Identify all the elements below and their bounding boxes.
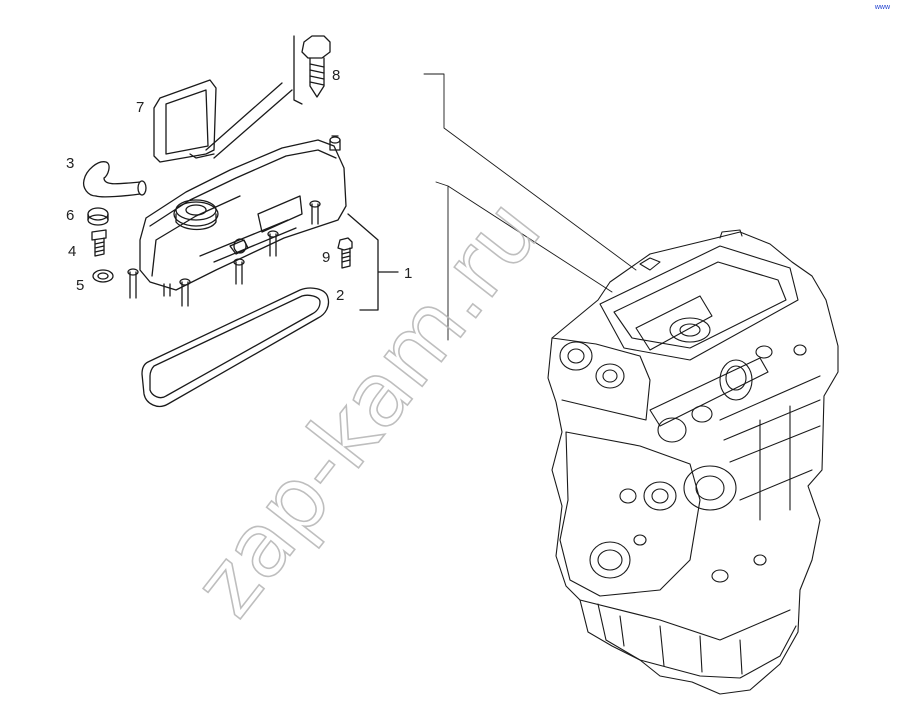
callout-1-bracket (347, 213, 399, 311)
part-5-washer (92, 269, 114, 283)
part-8-bolt (301, 35, 331, 98)
engine-assembly (547, 229, 839, 695)
valve-cover (127, 135, 347, 307)
callout-labels: 1 2 3 45 6 7 8 9 (66, 67, 412, 304)
reference-lines (423, 73, 637, 341)
part-4-fitting (91, 229, 107, 257)
part-3-hose (82, 161, 147, 198)
callout-label-4: 4 (68, 243, 76, 260)
callout-label-3: 3 (66, 155, 74, 172)
callout-label-1: 1 (404, 265, 412, 282)
corner-mark: www (874, 4, 890, 11)
callout-label-6: 6 (66, 207, 74, 224)
callout-label-9: 9 (322, 249, 330, 266)
part-7-gasket (153, 79, 217, 163)
part-9-screw (337, 237, 353, 269)
callout-label-8: 8 (332, 67, 340, 84)
part-6-clip (87, 207, 109, 226)
callout-label-7: 7 (136, 99, 144, 116)
callout-label-5: 5 (76, 277, 84, 294)
callout-label-2: 2 (336, 287, 344, 304)
part-2-gasket (141, 287, 330, 408)
